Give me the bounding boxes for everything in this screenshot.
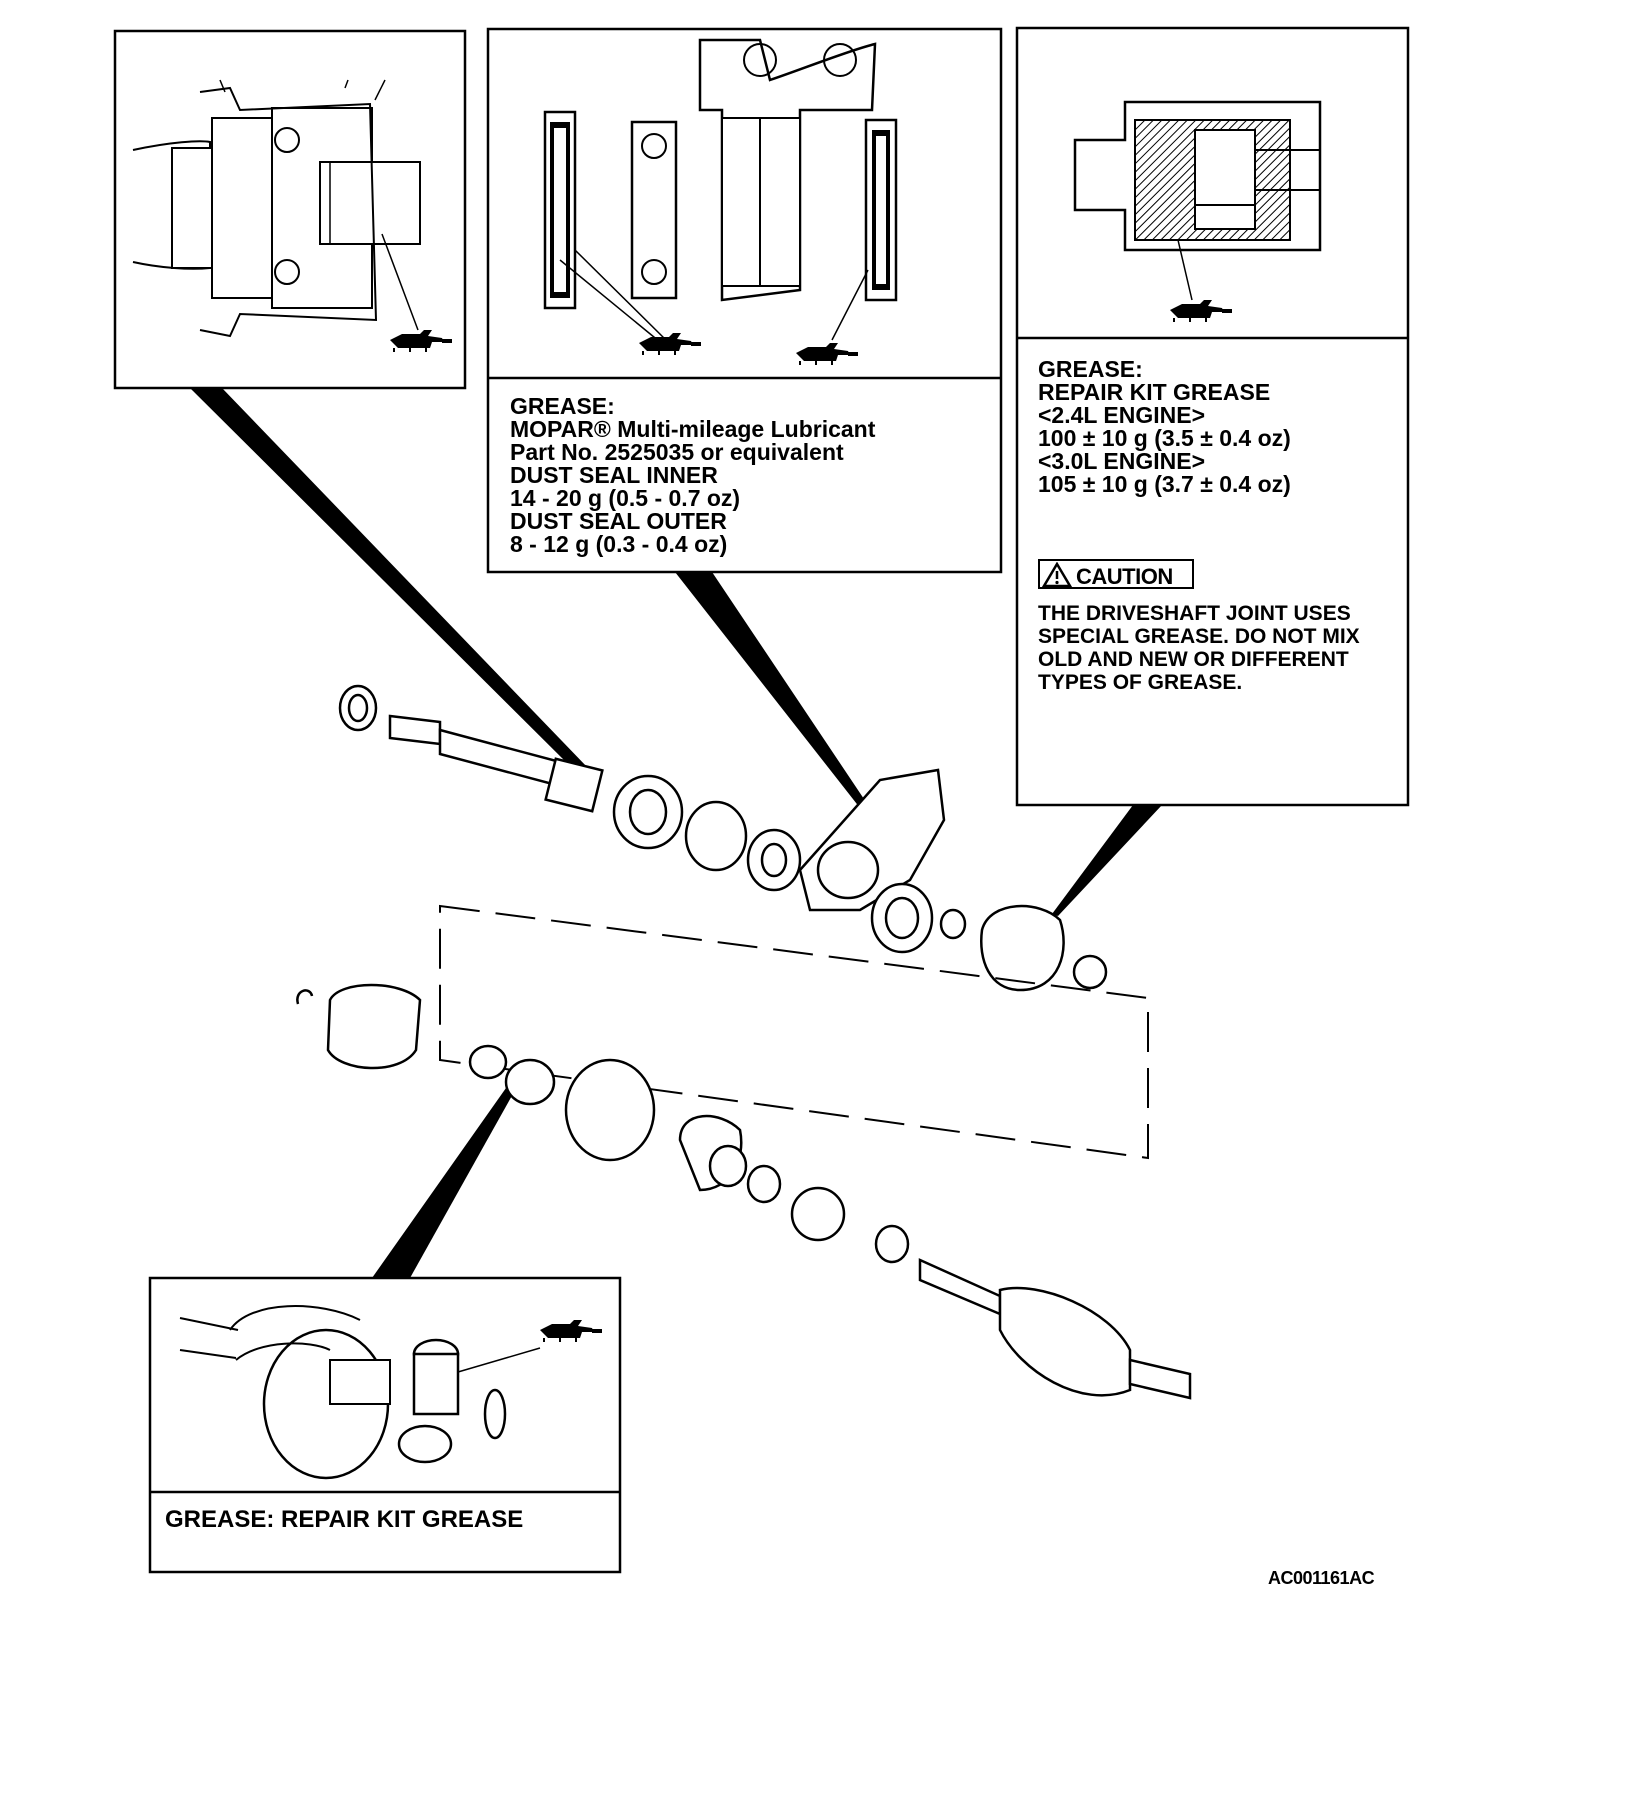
note-line: 100 ± 10 g (3.5 ± 0.4 oz)	[1038, 425, 1291, 451]
bottom-grease-note: GREASE: REPAIR KIT GREASE	[165, 1506, 524, 1533]
note-line: <3.0L ENGINE>	[1038, 448, 1206, 474]
note-line: Part No. 2525035 or equivalent	[510, 439, 844, 465]
caution-line: THE DRIVESHAFT JOINT USES	[1038, 602, 1351, 625]
leader-top-left	[190, 388, 588, 772]
detail-box-inner-joint-housing	[1015, 26, 1410, 807]
note-line: DUST SEAL INNER	[510, 462, 718, 488]
warning-triangle-icon	[1042, 562, 1072, 588]
leader-bottom-left	[372, 1088, 514, 1278]
note-line: <2.4L ENGINE>	[1038, 402, 1206, 428]
note-line: 105 ± 10 g (3.7 ± 0.4 oz)	[1038, 471, 1291, 497]
leader-top-right	[1052, 805, 1162, 916]
detail-box-outer-joint	[113, 29, 467, 390]
caution-text: THE DRIVESHAFT JOINT USES SPECIAL GREASE…	[1038, 602, 1360, 694]
caution-badge: CAUTION	[1038, 559, 1194, 589]
right-grease-note: GREASE: REPAIR KIT GREASE <2.4L ENGINE> …	[1038, 358, 1291, 496]
figure-id: AC001161AC	[1268, 1568, 1375, 1588]
center-grease-note: GREASE: MOPAR® Multi-mileage Lubricant P…	[510, 395, 875, 556]
leader-top-center	[675, 572, 868, 808]
note-line: GREASE:	[510, 393, 615, 419]
caution-line: SPECIAL GREASE. DO NOT MIX	[1038, 625, 1360, 648]
note-line: DUST SEAL OUTER	[510, 508, 727, 534]
caution-line: OLD AND NEW OR DIFFERENT	[1038, 648, 1349, 671]
exploded-driveshaft	[296, 684, 1192, 1400]
note-line: MOPAR® Multi-mileage Lubricant	[510, 416, 876, 442]
note-line: 14 - 20 g (0.5 - 0.7 oz)	[510, 485, 741, 511]
note-line: REPAIR KIT GREASE	[1038, 379, 1271, 405]
caution-label: CAUTION	[1076, 564, 1173, 589]
detail-box-spider-assembly	[148, 1276, 622, 1574]
note-line: GREASE:	[1038, 356, 1143, 382]
note-line: 8 - 12 g (0.3 - 0.4 oz)	[510, 531, 728, 557]
caution-line: TYPES OF GREASE.	[1038, 671, 1243, 694]
detail-box-dust-seals	[486, 27, 1003, 574]
